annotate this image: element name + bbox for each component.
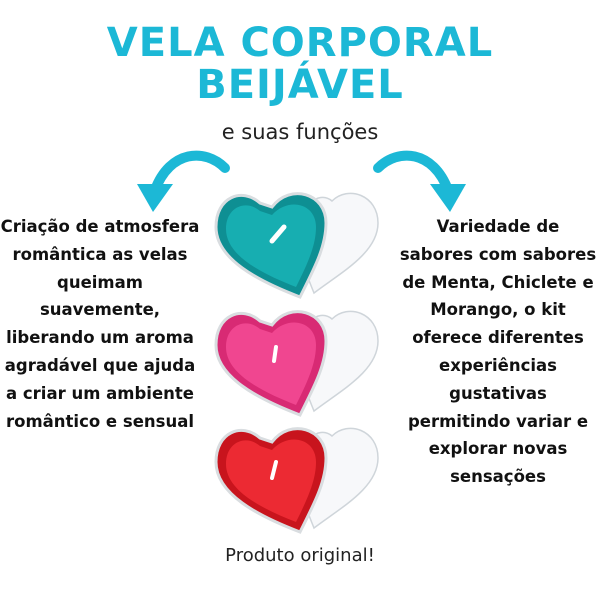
left-description: Criação de atmosfera romântica as velas … [0, 217, 200, 431]
subtitle: e suas funções [221, 120, 379, 144]
candle-pink-image [214, 310, 379, 417]
candle-red-image [214, 427, 379, 534]
title-line-2: BEIJÁVEL [196, 62, 404, 108]
title-line-1: VELA CORPORAL [106, 20, 494, 66]
right-description: Variedade de sabores com sabores de Ment… [399, 217, 597, 487]
right-curved-arrow-icon [373, 150, 466, 212]
candle-teal-image [214, 192, 379, 299]
left-curved-arrow-icon [137, 150, 230, 212]
footer-text: Produto original! [225, 545, 375, 566]
